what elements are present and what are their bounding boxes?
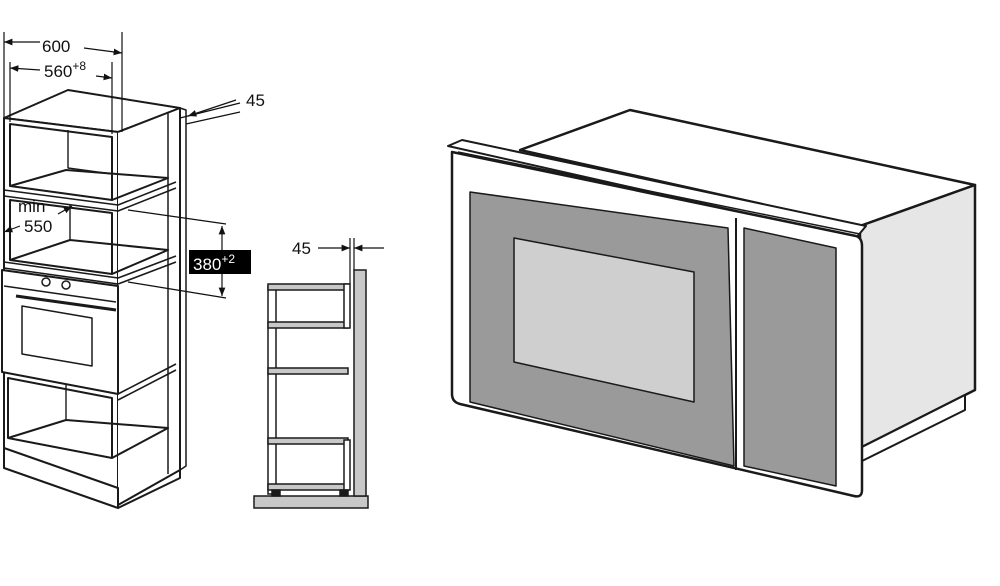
section-dimension-lines (318, 238, 384, 284)
cabinet-drawing (1, 89, 187, 509)
cabinet-dimension-lines (3, 32, 241, 299)
label-width-outer: 600 (42, 37, 70, 56)
label-niche-height-value: 380 (193, 255, 221, 274)
label-niche-height-tol: +2 (221, 252, 235, 266)
label-niche-height-box (189, 250, 251, 274)
section-view (253, 269, 369, 509)
dimension-labels: 600 560+8 45 min 550 380+2 45 (18, 37, 311, 274)
label-section-depth: 45 (292, 239, 311, 258)
label-side-depth: 45 (246, 91, 265, 110)
label-width-inner: 560+8 (44, 59, 86, 81)
label-width-inner-value: 560 (44, 62, 72, 81)
label-min-depth: 550 (24, 217, 52, 236)
label-min: min (18, 197, 45, 216)
label-width-inner-tol: +8 (72, 59, 86, 73)
microwave-drawing (447, 108, 977, 498)
label-niche-height: 380+2 (193, 252, 235, 274)
